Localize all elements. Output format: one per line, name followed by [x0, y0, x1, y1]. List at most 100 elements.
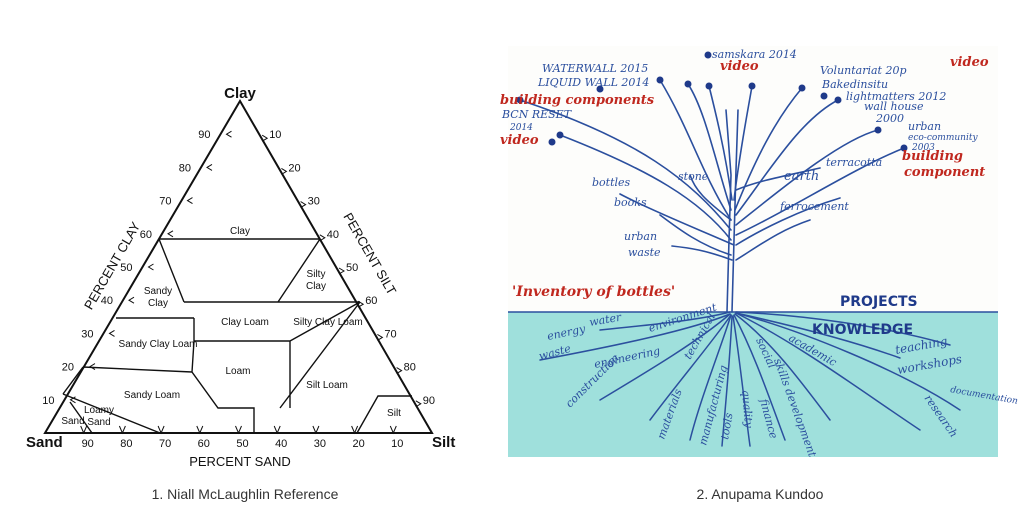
region-label-sandy-loam: Sandy Loam — [124, 390, 180, 401]
sand-tick-label: 30 — [314, 438, 326, 450]
label-voluntariat: Voluntariat 20p — [820, 64, 907, 77]
silt-tick-label: 30 — [308, 196, 320, 208]
tick-marks — [69, 130, 422, 435]
branch-dots — [516, 51, 908, 152]
clay-tick-label: 50 — [120, 262, 132, 274]
apex-label-sand: Sand — [26, 434, 63, 451]
tick-mark — [186, 197, 193, 205]
tick-mark — [80, 425, 88, 435]
tick-mark — [261, 134, 269, 142]
sand-tick-label: 40 — [275, 438, 287, 450]
axis-title-percent-silt: PERCENT SILT — [340, 210, 399, 297]
label-samskara: samskara 2014 — [712, 48, 797, 61]
silt-tick-label: 60 — [365, 295, 377, 307]
tree-roots — [539, 311, 961, 447]
label-urban: urban — [908, 120, 941, 133]
tick-mark — [319, 234, 326, 242]
label-ferrocement: ferrocement — [779, 200, 849, 213]
label-eco-community: eco-community — [908, 133, 978, 143]
tick-mark — [377, 333, 384, 341]
tick-mark — [273, 425, 281, 435]
label-quality: quality — [739, 389, 755, 429]
region-label-loam: Loam — [225, 366, 250, 377]
label-urban-waste-2: waste — [628, 246, 661, 259]
label-projects: PROJECTS — [840, 294, 918, 310]
paper-background — [508, 46, 998, 312]
label-component-right: component — [904, 165, 985, 180]
caption-left: 1. Niall McLaughlin Reference — [151, 486, 339, 502]
silt-tick-label: 70 — [384, 328, 396, 340]
label-liquid-wall: LIQUID WALL 2014 — [537, 76, 649, 89]
sand-tick-label: 70 — [159, 438, 171, 450]
label-lightmatters: lightmatters 2012 — [846, 90, 946, 103]
tick-mark — [108, 329, 115, 337]
region-label-loamy-sand-2: Sand — [87, 417, 110, 428]
tick-mark — [235, 425, 242, 435]
tick-mark — [396, 367, 403, 375]
tick-mark — [351, 425, 359, 435]
clay-tick-label: 70 — [159, 196, 171, 208]
region-label-silty-clay-loam: Silty Clay Loam — [293, 317, 362, 328]
silt-tick-label: 10 — [269, 129, 281, 141]
label-tools: tools — [718, 411, 736, 440]
tree-branches — [519, 79, 905, 313]
label-books: books — [614, 196, 647, 209]
silt-tick-label: 40 — [327, 229, 339, 241]
label-bcn-reset: BCN RESET — [501, 108, 573, 121]
label-urban-waste-1: urban — [624, 230, 657, 243]
label-bcn-year: 2014 — [509, 123, 533, 133]
tick-mark — [118, 425, 126, 435]
label-terracotta: terracotta — [826, 156, 882, 169]
tick-mark — [281, 167, 288, 175]
tick-mark — [167, 230, 174, 238]
label-stone: stone — [678, 170, 709, 183]
label-wall-house: wall house — [864, 100, 924, 113]
tick-mark — [196, 425, 204, 435]
label-wall-house-year: 2000 — [875, 112, 904, 125]
clay-tick-label: 80 — [179, 162, 191, 174]
region-label-loamy-sand-1: Loamy — [84, 405, 114, 416]
tick-mark — [389, 425, 397, 435]
label-video-samskara: video — [720, 59, 759, 74]
sand-tick-label: 90 — [82, 438, 94, 450]
clay-tick-label: 90 — [198, 129, 210, 141]
region-label-silt-loam: Silt Loam — [306, 380, 348, 391]
label-building-components: building components — [500, 93, 655, 108]
region-label-sandy-clay-loam: Sandy Clay Loam — [119, 339, 198, 350]
label-video-voluntariat: video — [950, 55, 989, 70]
sand-tick-label: 80 — [120, 438, 132, 450]
tick-mark — [206, 163, 213, 171]
sand-tick-label: 50 — [236, 438, 248, 450]
label-bottles: bottles — [592, 176, 631, 189]
label-building-right: building — [902, 149, 963, 164]
label-video-left: video — [500, 133, 539, 148]
region-label-clay: Clay — [230, 226, 250, 237]
sand-tick-label: 60 — [198, 438, 210, 450]
sand-tick-labels: 90 80 70 60 50 40 30 20 10 — [82, 438, 404, 450]
tick-mark — [89, 363, 96, 371]
label-water: water — [588, 310, 623, 329]
clay-tick-label: 20 — [62, 362, 74, 374]
tick-mark — [69, 396, 76, 404]
sand-tick-label: 20 — [352, 438, 364, 450]
sand-tick-label: 10 — [391, 438, 403, 450]
tick-mark — [157, 425, 165, 435]
region-label-sandy-clay-1: Sandy — [144, 286, 172, 297]
region-boundaries — [62, 238, 412, 434]
apex-label-silt: Silt — [432, 434, 455, 451]
tick-mark — [147, 263, 154, 271]
label-inventory-of-bottles: 'Inventory of bottles' — [512, 284, 675, 300]
clay-tick-label: 60 — [140, 229, 152, 241]
label-knowledge: KNOWLEDGE — [812, 322, 913, 338]
tick-mark — [300, 201, 307, 209]
label-bakedinsitu: Bakedinsitu — [821, 78, 888, 91]
caption-right: 2. Anupama Kundoo — [696, 486, 824, 502]
label-waterwall: WATERWALL 2015 — [542, 62, 648, 75]
tick-mark — [357, 300, 365, 308]
tick-mark — [312, 425, 320, 435]
region-label-clay-loam: Clay Loam — [221, 317, 269, 328]
tick-mark — [128, 296, 135, 304]
